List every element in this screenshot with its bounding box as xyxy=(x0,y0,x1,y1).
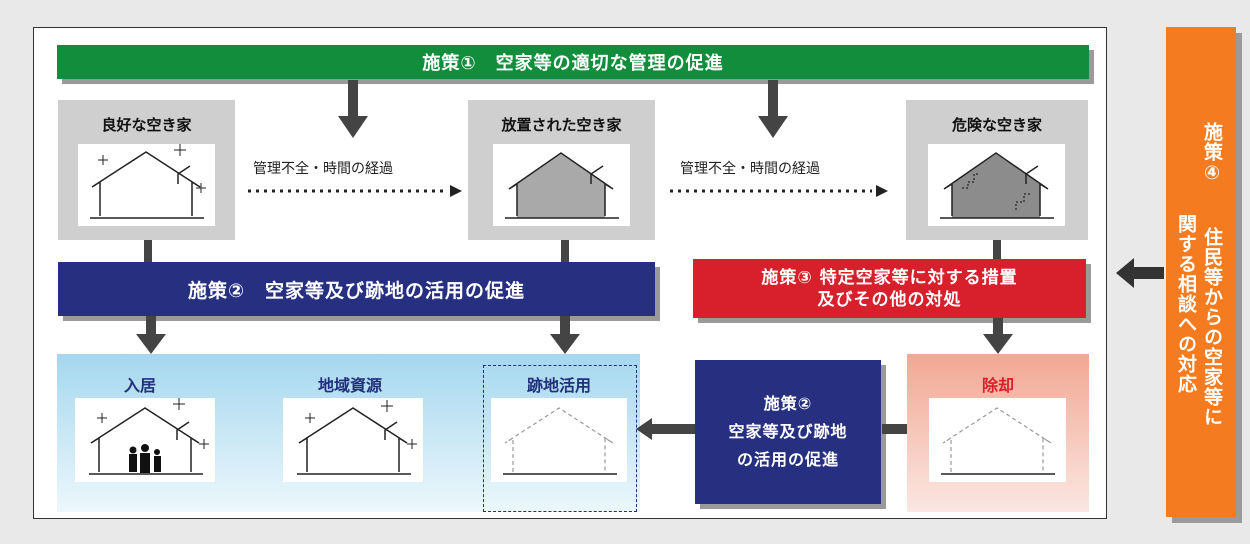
dotted-arrow xyxy=(670,185,888,197)
measure4-bar: 施策④ 住民等からの空家等に 関する相談への対応 xyxy=(1166,27,1236,517)
transition-label-1: 管理不全・時間の経過 xyxy=(253,161,393,177)
outcome-local-resource-title: 地域資源 xyxy=(317,376,382,395)
good-house-card: 良好な空き家 xyxy=(58,100,235,240)
arrow-left-icon xyxy=(636,418,698,440)
arrow-down-icon xyxy=(983,318,1013,354)
neglected-house-image xyxy=(493,144,630,226)
measure3-line1: 施策③ 特定空家等に対する措置 xyxy=(761,267,1018,288)
outcome-demolition-title: 除却 xyxy=(981,376,1014,395)
connector-icon xyxy=(882,424,908,434)
outcome-moving-in-title: 入居 xyxy=(123,376,156,395)
measure3-banner: 施策③ 特定空家等に対する措置 及びその他の対処 xyxy=(693,259,1086,318)
measure2b-line3: の活用の促進 xyxy=(736,450,839,469)
dangerous-house-card: 危険な空き家 xyxy=(906,100,1088,240)
arrow-down-icon xyxy=(758,80,788,138)
outcome-site-use-title: 跡地活用 xyxy=(526,376,591,395)
measure4-title: 施策④ xyxy=(1201,122,1223,185)
good-house-image xyxy=(78,144,215,226)
moving-in-image xyxy=(75,398,215,482)
measure2-label: 施策② 空家等及び跡地の活用の促進 xyxy=(187,279,526,302)
measure4-line2: 関する相談への対応 xyxy=(1175,214,1197,394)
local-resource-image xyxy=(283,398,423,482)
measure2b-box: 施策② 空家等及び跡地 の活用の促進 xyxy=(695,360,881,504)
measure2b-line2: 空家等及び跡地 xyxy=(728,422,848,441)
neglected-house-title: 放置された空き家 xyxy=(501,116,622,134)
neglected-house-card: 放置された空き家 xyxy=(468,100,655,240)
arrow-down-icon xyxy=(550,316,580,354)
arrow-down-icon xyxy=(136,316,166,354)
measure2-banner: 施策② 空家等及び跡地の活用の促進 xyxy=(58,262,655,316)
connector-icon xyxy=(993,240,1001,262)
connector-icon xyxy=(561,240,569,264)
dangerous-house-title: 危険な空き家 xyxy=(951,116,1042,134)
connector-icon xyxy=(144,240,152,264)
dangerous-house-image xyxy=(928,144,1065,226)
measure2b-line1: 施策② xyxy=(763,394,813,413)
site-use-image xyxy=(491,398,627,482)
dotted-arrow xyxy=(248,185,462,197)
arrow-down-icon xyxy=(338,80,368,138)
good-house-title: 良好な空き家 xyxy=(101,116,192,134)
measure4-line1: 住民等からの空家等に xyxy=(1201,227,1223,427)
transition-label-2: 管理不全・時間の経過 xyxy=(680,161,820,177)
measure3-line2: 及びその他の対処 xyxy=(817,289,962,310)
measure1-label: 施策① 空家等の適切な管理の促進 xyxy=(422,53,724,74)
arrow-left-icon xyxy=(1116,258,1164,288)
measure1-banner: 施策① 空家等の適切な管理の促進 xyxy=(57,45,1089,79)
demolition-image xyxy=(929,398,1066,482)
site-use-frame xyxy=(483,365,637,512)
